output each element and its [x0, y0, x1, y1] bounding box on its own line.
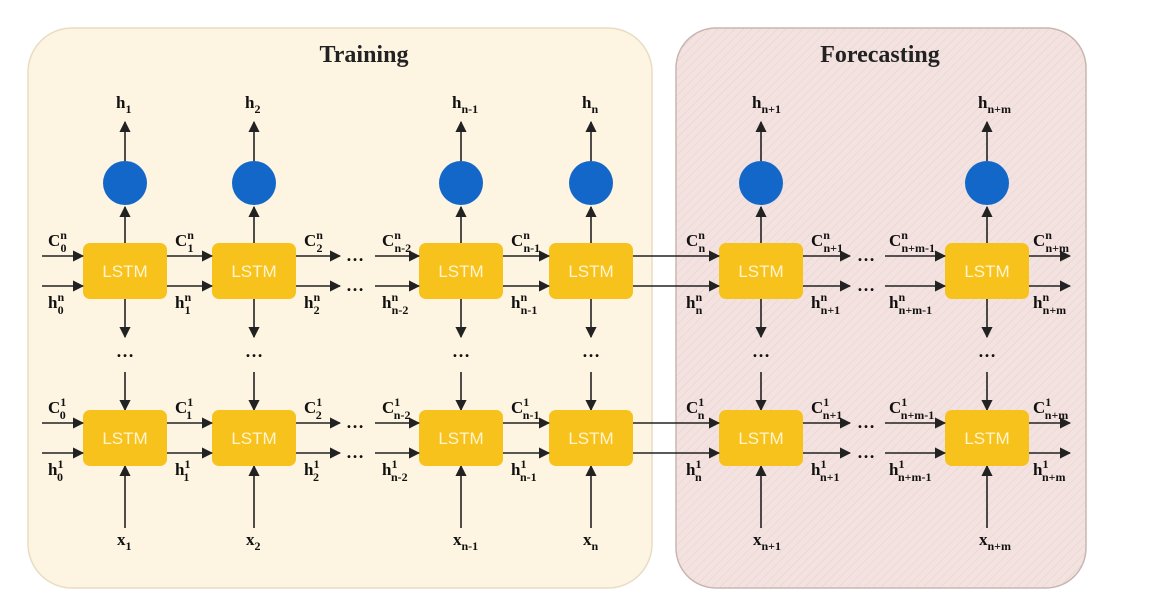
output-label: hn+1 [752, 93, 781, 116]
lstm-label: LSTM [102, 262, 147, 281]
lstm-block [719, 410, 803, 466]
vertical-ellipsis: … [978, 341, 996, 361]
vertical-ellipsis: … [582, 341, 600, 361]
output-node [739, 161, 783, 205]
output-node [232, 161, 276, 205]
lstm-block [83, 410, 167, 466]
lstm-block [945, 410, 1029, 466]
diagram-elements: … h1 x1 … h2 x2 … hn-1 xn-1 … hn xn … hn+1 xn+1 … hn+m xn… [42, 93, 1072, 553]
lstm-label: LSTM [102, 429, 147, 448]
input-label: x2 [246, 530, 261, 553]
ellipsis: … [857, 275, 875, 295]
output-node [103, 161, 147, 205]
vertical-ellipsis: … [452, 341, 470, 361]
ellipsis: … [857, 442, 875, 462]
lstm-block [549, 243, 633, 299]
lstm-label: LSTM [568, 262, 613, 281]
lstm-block [549, 410, 633, 466]
ellipsis: … [346, 275, 364, 295]
output-label: h1 [116, 93, 131, 116]
forecasting-panel [675, 27, 1087, 589]
training-panel [27, 27, 653, 589]
lstm-label: LSTM [438, 262, 483, 281]
ellipsis: … [857, 245, 875, 265]
output-label: hn-1 [452, 93, 478, 116]
training-title: Training [320, 42, 409, 68]
ellipsis: … [346, 442, 364, 462]
output-label: hn+m [978, 93, 1011, 116]
input-label: x1 [117, 530, 132, 553]
input-label: xn [583, 530, 599, 553]
lstm-block [419, 243, 503, 299]
input-label: xn-1 [453, 530, 478, 553]
lstm-label: LSTM [738, 262, 783, 281]
vertical-ellipsis: … [245, 341, 263, 361]
ellipsis: … [857, 412, 875, 432]
lstm-block [212, 243, 296, 299]
lstm-label: LSTM [738, 429, 783, 448]
input-label: xn+1 [753, 530, 781, 553]
ellipsis: … [346, 245, 364, 265]
lstm-block [419, 410, 503, 466]
lstm-label: LSTM [964, 262, 1009, 281]
input-label: xn+m [979, 530, 1011, 553]
vertical-ellipsis: … [752, 341, 770, 361]
lstm-block [83, 243, 167, 299]
lstm-label: LSTM [568, 429, 613, 448]
lstm-label: LSTM [231, 262, 276, 281]
forecasting-title: Forecasting [820, 42, 940, 68]
output-label: h2 [245, 93, 260, 116]
lstm-label: LSTM [231, 429, 276, 448]
output-node [569, 161, 613, 205]
lstm-block [719, 243, 803, 299]
lstm-block [945, 243, 1029, 299]
lstm-label: LSTM [438, 429, 483, 448]
lstm-label: LSTM [964, 429, 1009, 448]
output-label: hn [582, 93, 598, 116]
ellipsis: … [346, 412, 364, 432]
vertical-ellipsis: … [116, 341, 134, 361]
output-node [965, 161, 1009, 205]
lstm-block [212, 410, 296, 466]
output-node [439, 161, 483, 205]
